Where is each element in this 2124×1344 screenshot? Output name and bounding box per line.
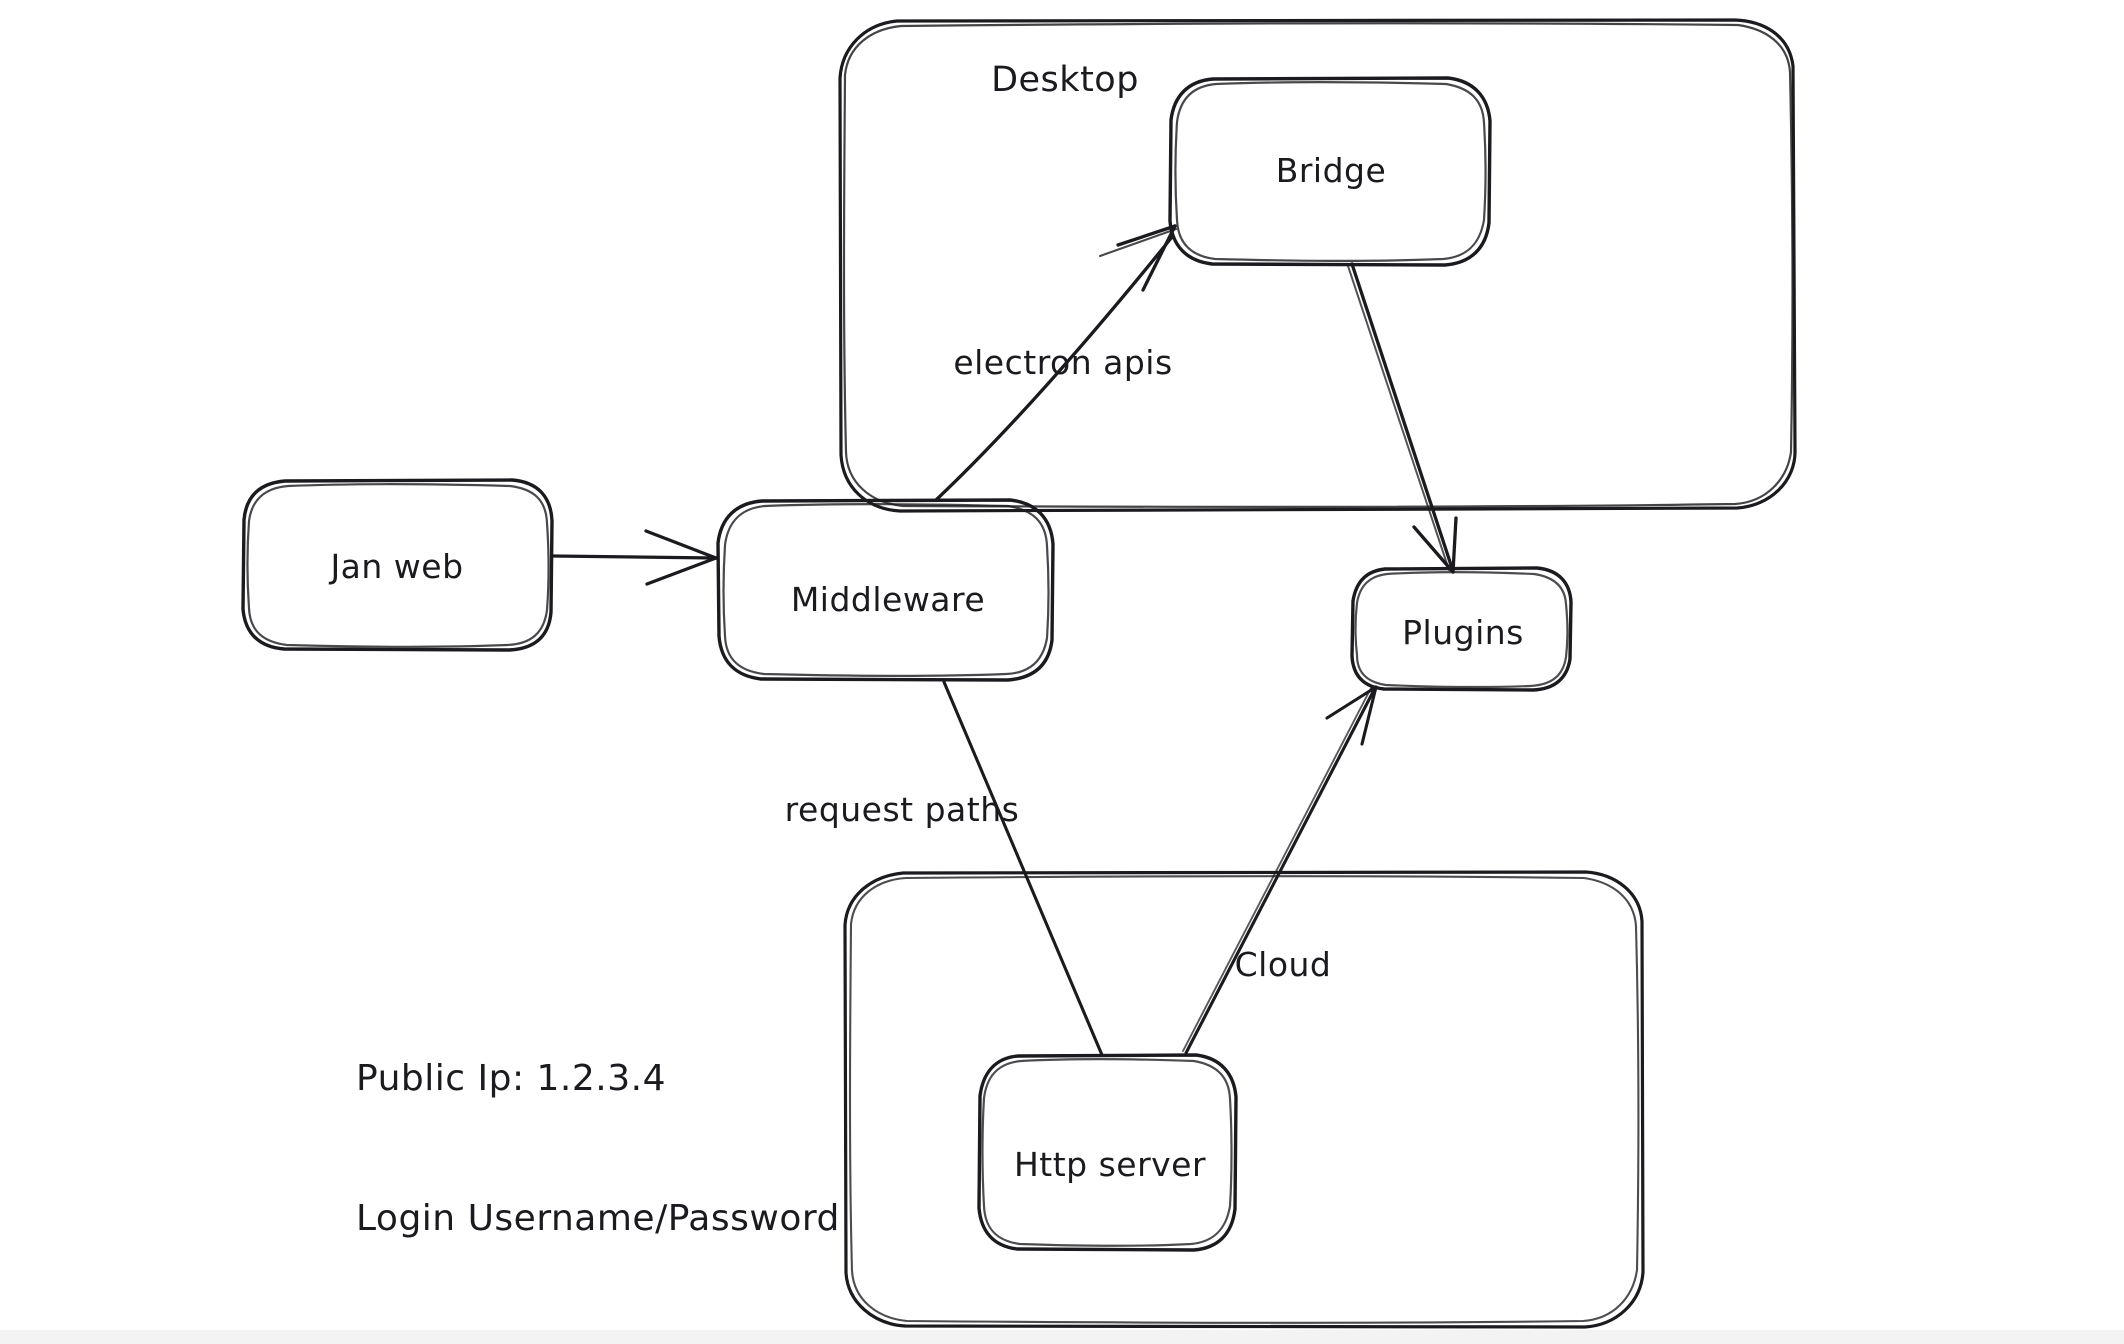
bottom-strip — [0, 1330, 2124, 1344]
edge-bridge-to-plugins — [1347, 262, 1458, 574]
node-middleware-outline — [716, 498, 1055, 682]
node-label-http-server[interactable]: Http server — [1013, 1145, 1207, 1185]
edge-label-cloud: Cloud — [1234, 945, 1332, 985]
node-label-bridge[interactable]: Bridge — [1275, 151, 1387, 191]
node-http-server-outline — [977, 1053, 1238, 1252]
node-label-jan-web[interactable]: Jan web — [330, 547, 464, 587]
node-label-plugins[interactable]: Plugins — [1402, 613, 1524, 653]
group-desktop-outline — [838, 18, 1797, 513]
note-login-line: Login Username/Password — [356, 1197, 840, 1239]
edge-http-server-to-plugins — [1182, 685, 1378, 1055]
group-cloud-outline — [843, 870, 1645, 1329]
edge-label-request-paths: request paths — [784, 790, 1020, 830]
edge-label-electron-apis: electron apis — [953, 343, 1173, 383]
edge-http-server-to-middleware — [942, 680, 1104, 1057]
node-label-middleware[interactable]: Middleware — [790, 580, 986, 620]
note-public-ip-line: Public Ip: 1.2.3.4 — [356, 1057, 666, 1099]
node-plugins-outline — [1350, 566, 1573, 692]
node-bridge-outline — [1168, 76, 1492, 267]
edge-jan-web-to-middleware — [551, 529, 718, 586]
node-jan-web-outline — [241, 478, 554, 652]
group-label-desktop: Desktop — [991, 59, 1139, 100]
edge-middleware-to-bridge — [934, 224, 1178, 502]
note-public-ip: Public Ip: 1.2.3.4 Login Username/Passwo… — [356, 962, 840, 1336]
